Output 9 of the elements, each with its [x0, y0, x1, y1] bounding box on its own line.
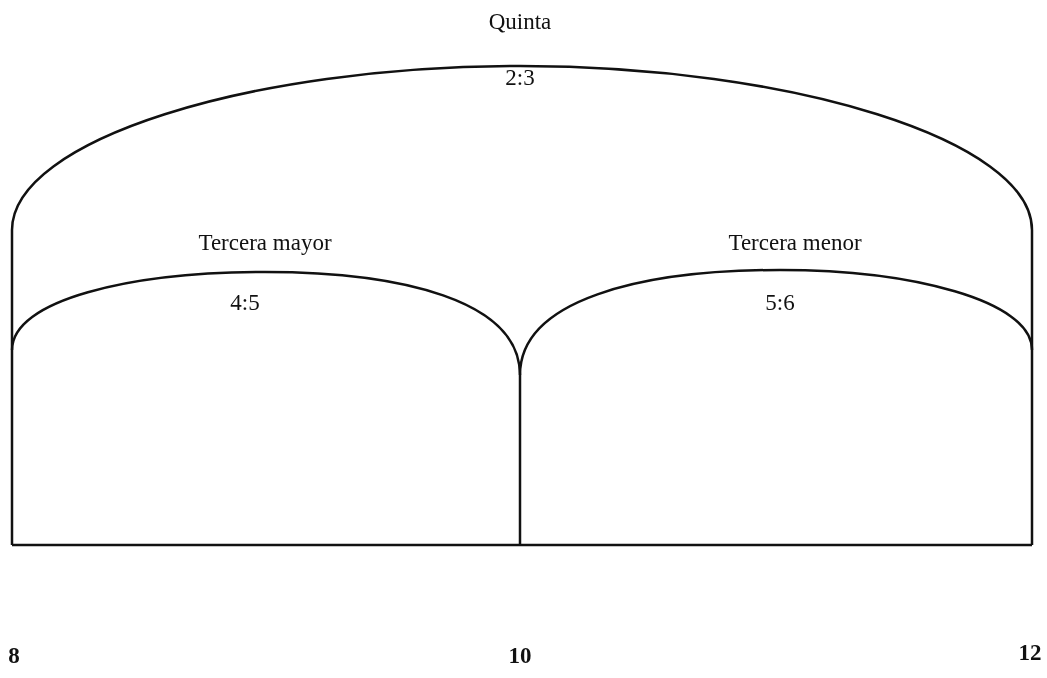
interval-name: Quinta: [488, 9, 552, 35]
scale-number: 12: [1018, 640, 1042, 666]
scale-number: 10: [508, 643, 532, 669]
interval-name: Tercera menor: [728, 230, 862, 256]
ratio-label: 4:5: [230, 290, 260, 316]
ratio-label: 2:3: [505, 65, 535, 91]
interval-name: Tercera mayor: [198, 230, 332, 256]
ratio-label: 5:6: [765, 290, 795, 316]
scale-number: 8: [8, 643, 20, 669]
